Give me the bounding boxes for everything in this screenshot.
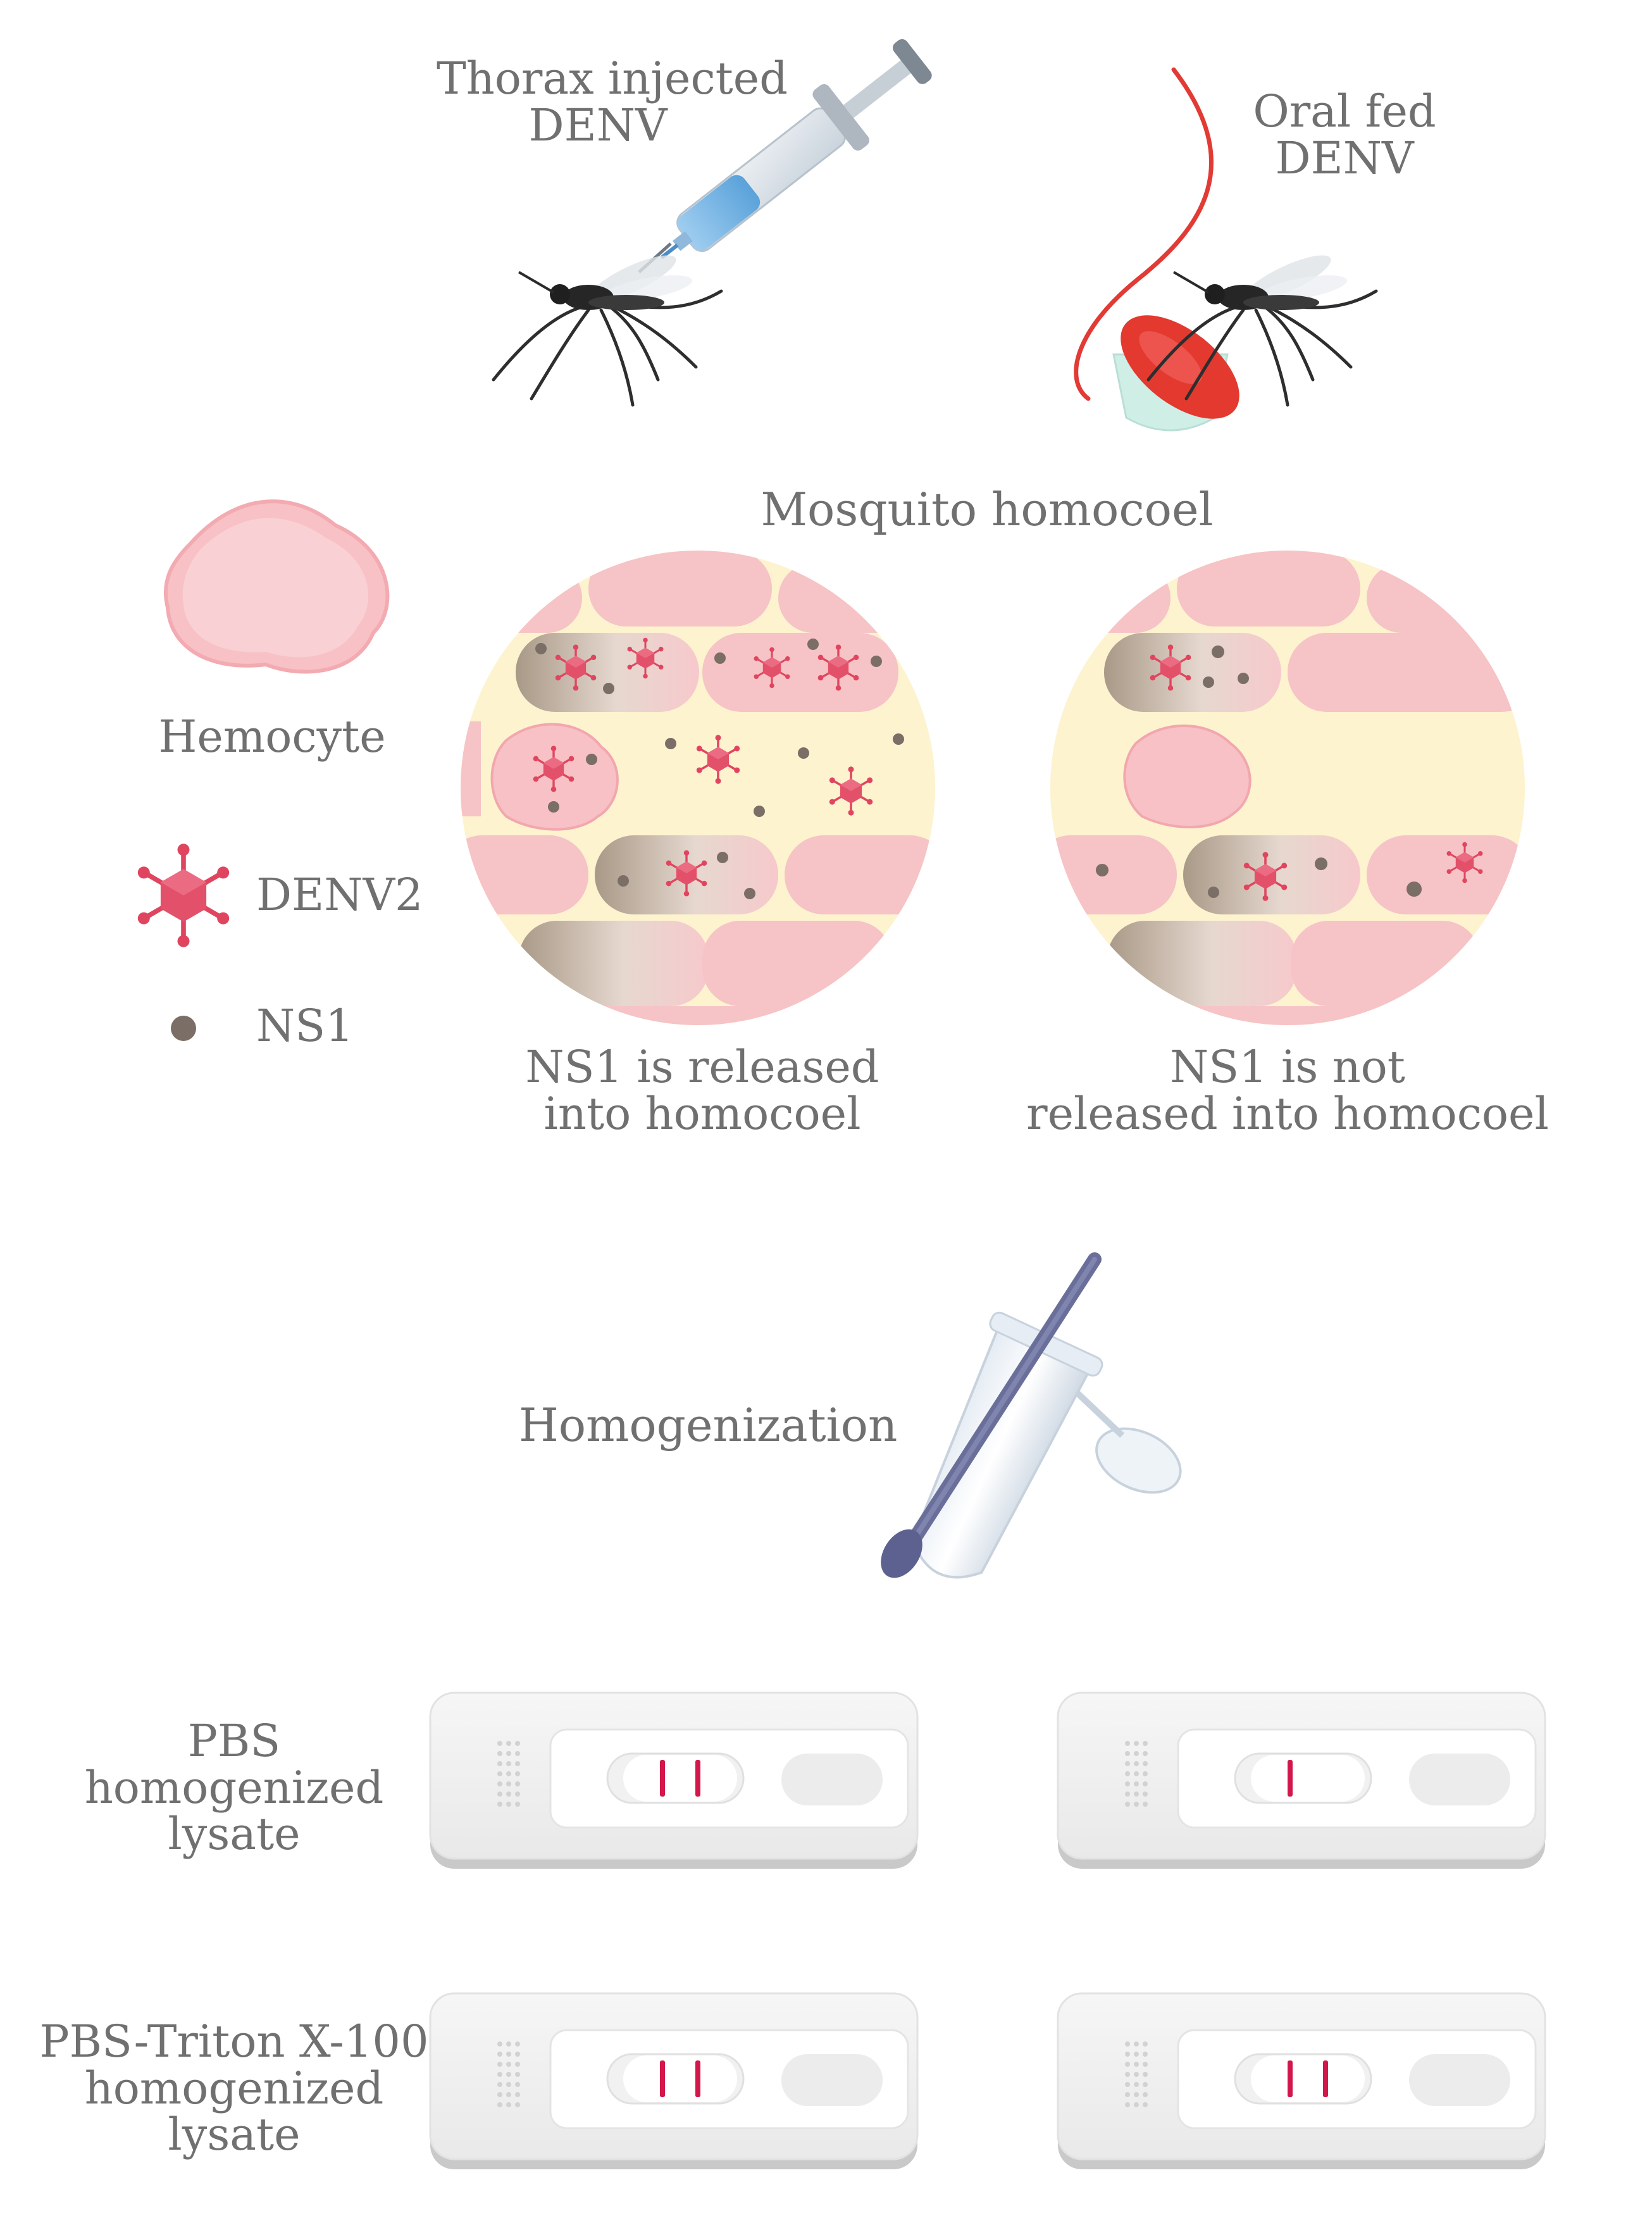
thorax-injected-label: Thorax injected DENV — [437, 53, 788, 151]
test-result-line — [660, 2060, 665, 2097]
pbs-label-line-1: PBS — [187, 1715, 281, 1767]
hemocyte-text: Hemocyte — [158, 711, 386, 763]
test-result-line — [695, 2060, 700, 2097]
triton-label-line-2: homogenized — [84, 2062, 384, 2114]
oral-label-line-1: Oral fed — [1253, 85, 1436, 137]
mosquito-icon — [494, 247, 721, 405]
oral-label-line-2: DENV — [1275, 132, 1414, 184]
thorax-label-line-1: Thorax injected — [437, 53, 788, 104]
homocoel-left-diagram — [461, 551, 935, 1025]
test-result-line — [1288, 2060, 1293, 2097]
thorax-label-line-2: DENV — [528, 99, 668, 151]
test-result-line — [1323, 2060, 1328, 2097]
syringe-icon — [638, 39, 932, 273]
test-cassette — [429, 1992, 919, 2171]
right-caption-line-1: NS1 is not — [1170, 1041, 1405, 1093]
ns1-icon — [171, 1016, 196, 1041]
test-result-line — [1288, 1760, 1293, 1797]
homocoel-title-text: Mosquito homocoel — [761, 483, 1214, 536]
blood-feeder-icon — [1074, 67, 1239, 432]
homocoel-title: Mosquito homocoel — [747, 483, 1227, 536]
right-circle-caption: NS1 is not released into homocoel — [1025, 1044, 1550, 1137]
pbs-row-label: PBS homogenized lysate — [44, 1715, 424, 1860]
pbs-label-line-2: homogenized — [84, 1761, 384, 1814]
denv2-icon — [138, 844, 229, 947]
right-caption-line-2: released into homocoel — [1026, 1087, 1549, 1140]
test-result-line — [660, 1760, 665, 1797]
left-circle-caption: NS1 is released into homocoel — [494, 1044, 911, 1137]
triton-label-line-3: lysate — [168, 2109, 301, 2160]
legend-denv2-label: DENV2 — [256, 869, 459, 921]
test-result-line — [695, 1760, 700, 1797]
oral-fed-label: Oral fed DENV — [1234, 85, 1455, 184]
left-caption-line-1: NS1 is released — [525, 1041, 879, 1093]
test-lines-group — [660, 1760, 1328, 2097]
test-cassette — [429, 1692, 919, 1870]
homogenization-text: Homogenization — [519, 1399, 898, 1452]
test-cassette — [1057, 1692, 1546, 1870]
legend-hemocyte-label: Hemocyte — [127, 711, 418, 763]
test-cassette — [1057, 1992, 1546, 2171]
triton-label-line-1: PBS-Triton X-100 — [39, 2016, 429, 2067]
ns1-text: NS1 — [256, 1000, 354, 1052]
homogenization-label: Homogenization — [519, 1399, 898, 1452]
hemocyte-icon — [163, 499, 390, 674]
homogenizer-tube-icon — [881, 1252, 1182, 1579]
pbs-label-line-3: lysate — [168, 1808, 301, 1860]
pbs-triton-row-label: PBS-Triton X-100 homogenized lysate — [35, 2016, 433, 2160]
homocoel-right-diagram — [1050, 551, 1525, 1025]
denv2-text: DENV2 — [256, 869, 423, 921]
legend-ns1-label: NS1 — [256, 1000, 395, 1052]
left-caption-line-2: into homocoel — [543, 1087, 861, 1140]
